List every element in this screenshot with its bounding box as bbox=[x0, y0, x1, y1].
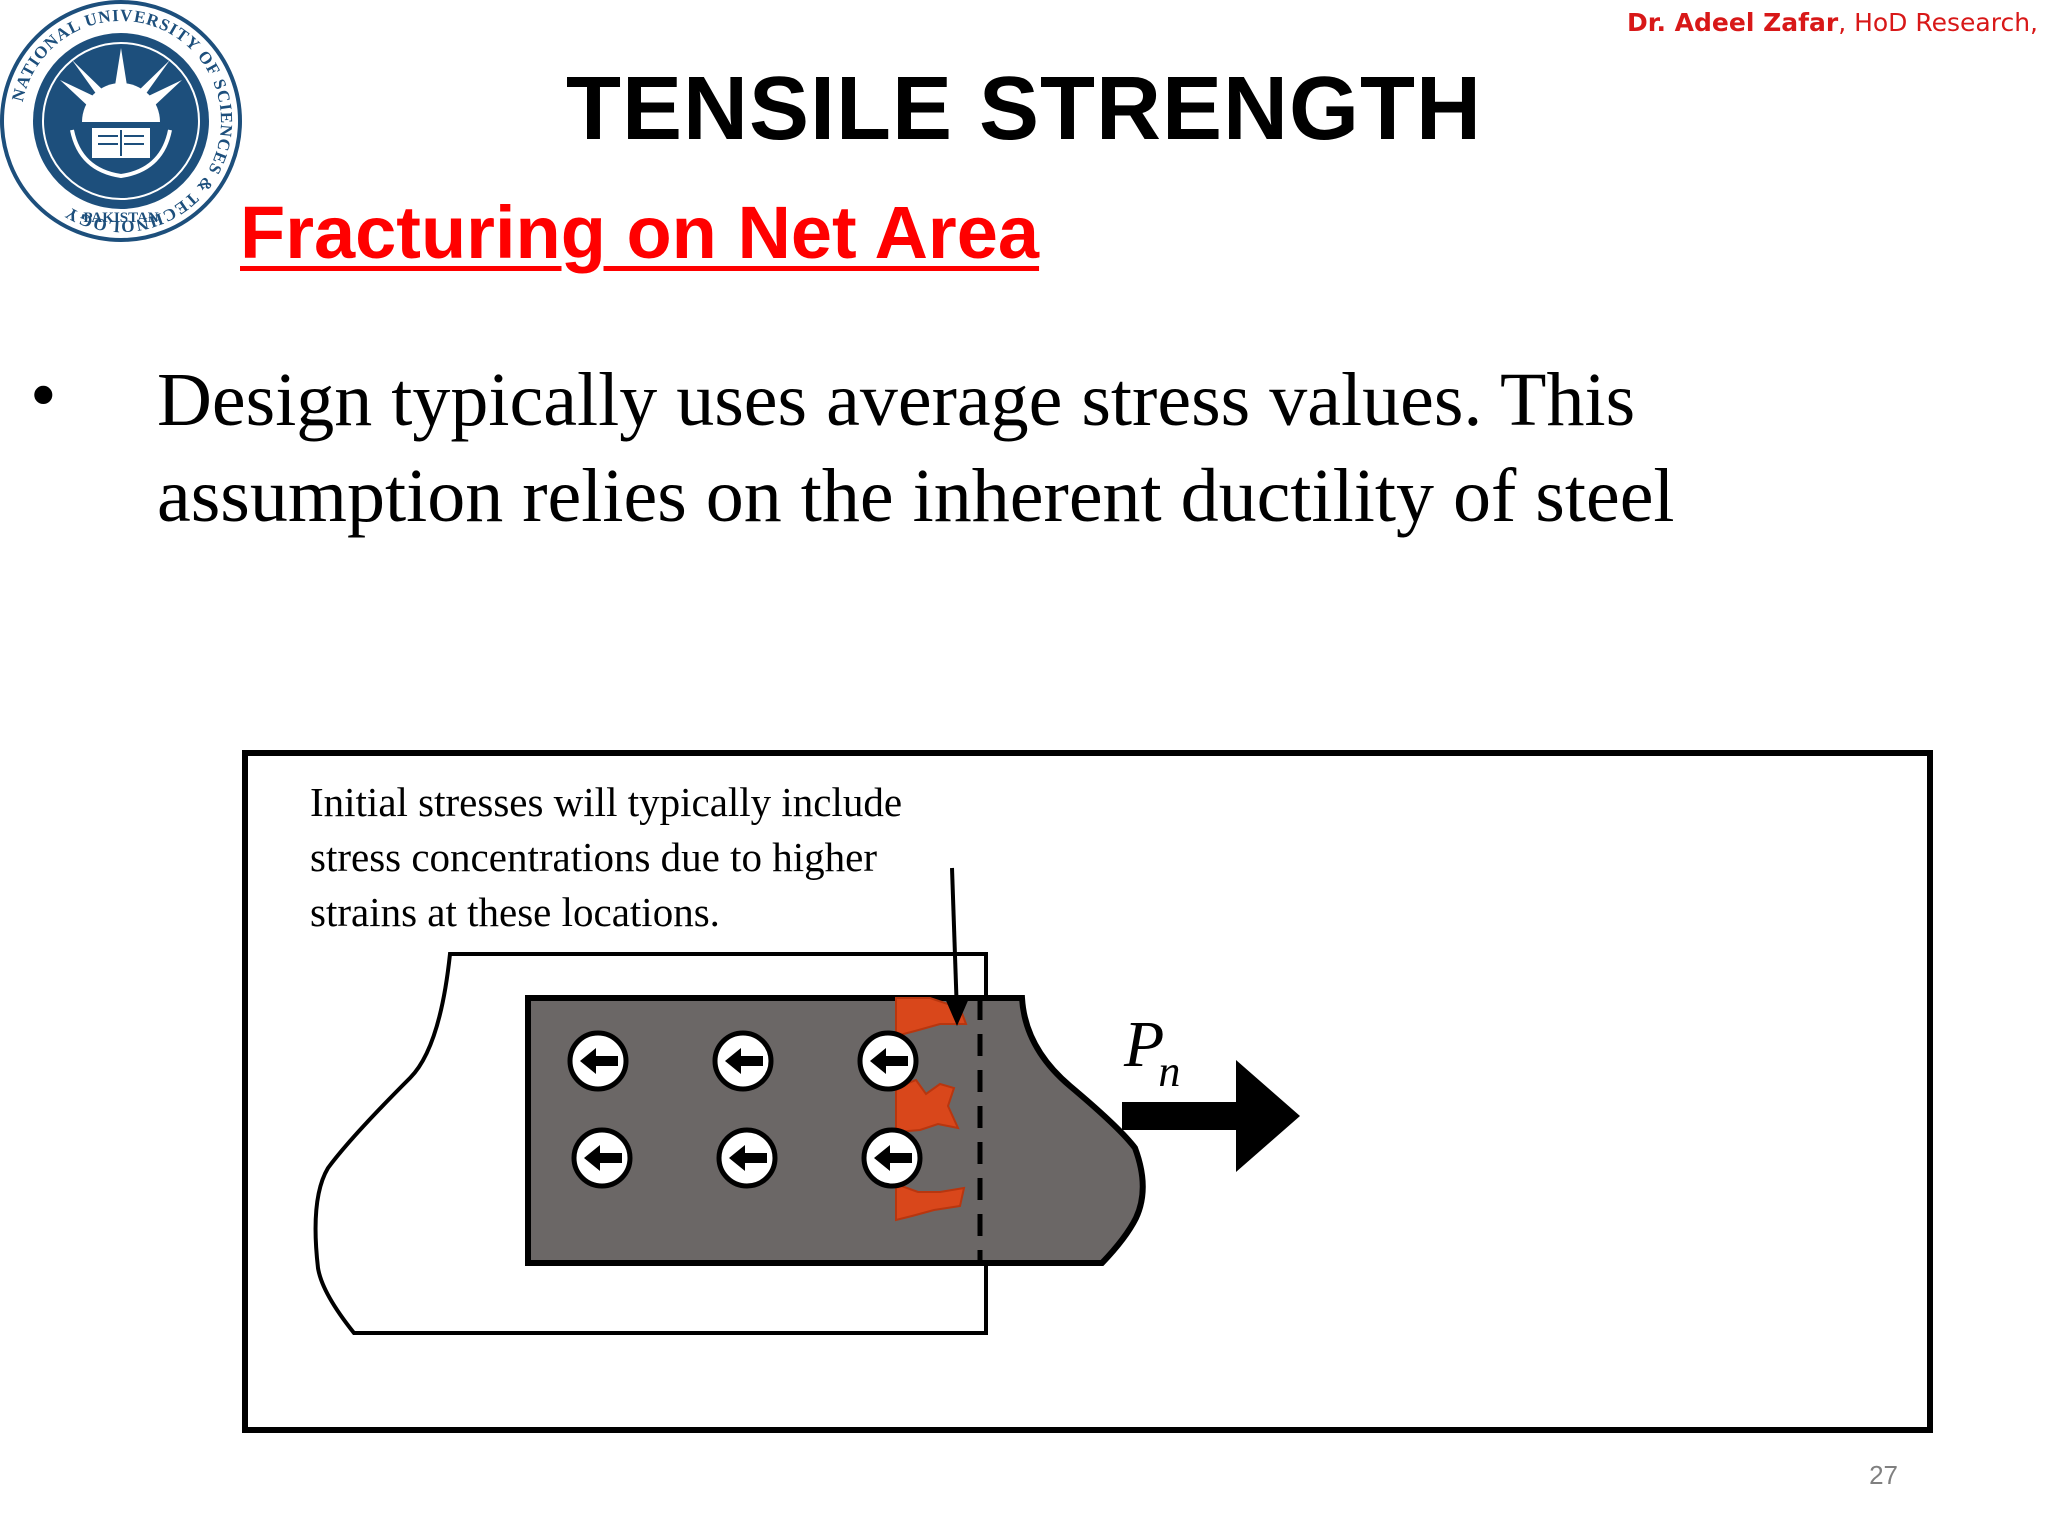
load-subscript: n bbox=[1158, 1047, 1180, 1096]
author-credit: Dr. Adeel Zafar, HoD Research, bbox=[1627, 8, 2038, 37]
bearing-arrow-icon bbox=[729, 1145, 767, 1171]
stress-concentration-middle bbox=[895, 1078, 960, 1134]
bolt-hole-6 bbox=[861, 1127, 923, 1189]
bolt-hole-4 bbox=[571, 1127, 633, 1189]
load-symbol: Pn bbox=[1123, 1008, 1180, 1096]
annotation-line-2: stress concentrations due to higher bbox=[310, 834, 877, 880]
slide-title: TENSILE STRENGTH bbox=[565, 59, 1483, 159]
author-role: , HoD Research, bbox=[1838, 8, 2038, 37]
load-symbol-letter: P bbox=[1123, 1008, 1164, 1081]
annotation-line-1: Initial stresses will typically include bbox=[310, 779, 902, 825]
university-logo: NATIONAL UNIVERSITY OF SCIENCES & TECHNO… bbox=[0, 0, 242, 242]
logo-bottom-text: PAKISTAN bbox=[83, 210, 158, 226]
annotation-leader bbox=[950, 867, 959, 1015]
bullet-marker: • bbox=[30, 353, 57, 437]
slide-subtitle: Fracturing on Net Area bbox=[240, 191, 1040, 274]
load-arrow bbox=[1122, 1060, 1300, 1172]
bolt-hole-1 bbox=[567, 1030, 629, 1092]
stress-concentration-bottom bbox=[895, 1182, 966, 1222]
bearing-arrow-icon bbox=[580, 1048, 618, 1074]
annotation-line-3: strains at these locations. bbox=[310, 889, 720, 935]
diagram-frame bbox=[242, 750, 1933, 1433]
author-name: Dr. Adeel Zafar bbox=[1626, 8, 1839, 37]
bearing-arrow-icon bbox=[584, 1145, 622, 1171]
bolt-hole-3 bbox=[857, 1030, 919, 1092]
annotation-arrowhead bbox=[944, 996, 970, 1026]
bolt-hole-5 bbox=[716, 1127, 778, 1189]
net-area-fracture-diagram: Initial stresses will typically include … bbox=[242, 750, 1933, 1433]
bearing-arrow-icon bbox=[874, 1145, 912, 1171]
bearing-arrow-icon bbox=[870, 1048, 908, 1074]
bolt-hole-2 bbox=[712, 1030, 774, 1092]
tension-member bbox=[525, 995, 1146, 1266]
bearing-arrow-icon bbox=[725, 1048, 763, 1074]
bullet-text: Design typically uses average stress val… bbox=[157, 358, 1675, 538]
page-number: 27 bbox=[1869, 1460, 1898, 1490]
bolt-group bbox=[567, 1030, 923, 1189]
